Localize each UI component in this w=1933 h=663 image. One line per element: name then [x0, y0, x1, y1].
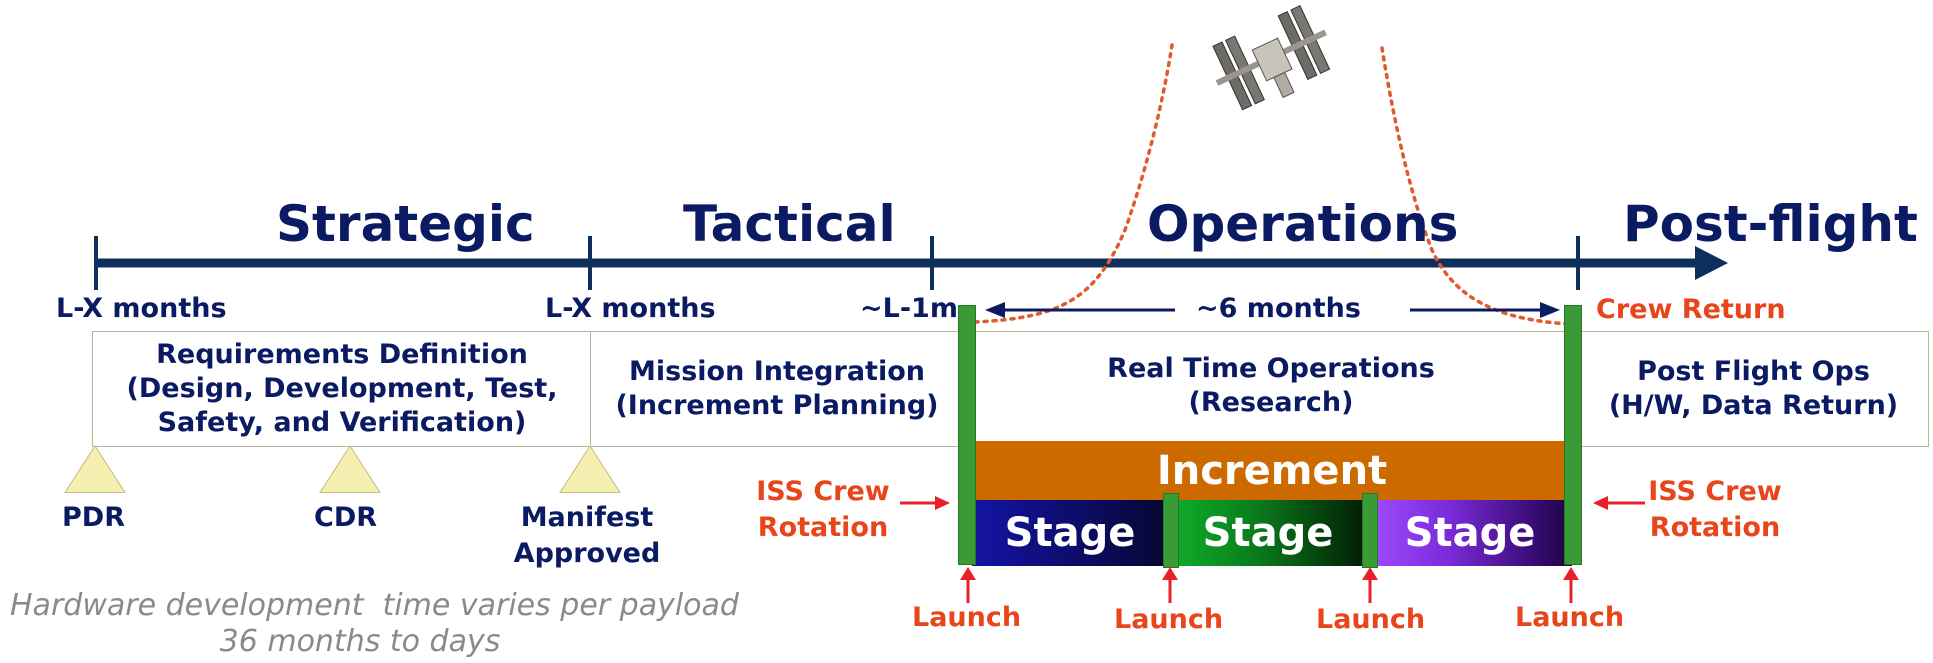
phase-operations: Operations — [1147, 195, 1459, 253]
milestone-lx-1: L-X months — [56, 293, 227, 324]
phase-strategic: Strategic — [276, 195, 535, 253]
increment-bar: Increment — [972, 441, 1572, 500]
launch-label-3: Launch — [1316, 604, 1426, 635]
iss-crew-rotation-right: ISS Crew Rotation — [1648, 476, 1782, 543]
real-time-ops-box: Real Time Operations (Research) — [962, 331, 1580, 447]
cdr-triangle-icon — [319, 445, 381, 493]
requirements-text: Requirements Definition (Design, Develop… — [126, 339, 558, 438]
launch-label-1: Launch — [912, 602, 1022, 633]
stage-divider-2 — [1362, 493, 1378, 568]
phase-tactical: Tactical — [683, 195, 896, 253]
orbit-dotted-curve — [973, 43, 1174, 324]
crew-return-label: Crew Return — [1596, 294, 1786, 325]
stage-bar-2: Stage — [1168, 500, 1368, 566]
crew-rotation-arrowhead-left — [935, 496, 950, 510]
stage-bar-3: Stage — [1368, 500, 1572, 566]
crew-rotation-marker-right — [1564, 305, 1582, 565]
manifest-triangle-icon — [559, 445, 621, 493]
mission-integration-box: Mission Integration (Increment Planning) — [590, 331, 964, 447]
stage-bar-1: Stage — [972, 500, 1168, 566]
pdr-triangle-icon — [64, 445, 126, 493]
crew-rotation-arrowhead-right — [1593, 496, 1608, 510]
crew-rotation-marker-left — [958, 305, 976, 565]
duration-six-months: ~6 months — [1196, 293, 1361, 324]
manifest-approved-label: Manifest Approved — [513, 502, 661, 569]
post-flight-ops-box: Post Flight Ops (H/W, Data Return) — [1578, 331, 1929, 447]
pdr-label: PDR — [62, 502, 125, 533]
launch-label-2: Launch — [1114, 604, 1224, 635]
post-flight-ops-text: Post Flight Ops (H/W, Data Return) — [1608, 356, 1899, 421]
iss-crew-rotation-left: ISS Crew Rotation — [756, 476, 890, 543]
cdr-label: CDR — [314, 502, 378, 533]
iss-satellite-icon — [1212, 5, 1331, 111]
milestone-l1m: ~L-1m — [860, 293, 958, 324]
mission-integration-text: Mission Integration (Increment Planning) — [615, 356, 939, 421]
hardware-development-note: Hardware development time varies per pay… — [10, 588, 739, 659]
milestone-lx-2: L-X months — [545, 293, 716, 324]
real-time-ops-text: Real Time Operations (Research) — [1107, 353, 1435, 418]
duration-arrowhead-left — [985, 302, 1005, 318]
orbit-dotted-curve — [1380, 46, 1572, 326]
phase-postflight: Post-flight — [1623, 195, 1918, 253]
requirements-box: Requirements Definition (Design, Develop… — [92, 331, 592, 447]
launch-arrows — [960, 567, 1579, 603]
launch-label-4: Launch — [1515, 602, 1625, 633]
duration-arrowhead-right — [1540, 302, 1560, 318]
stage-divider-1 — [1163, 493, 1179, 568]
timeline-arrowhead — [1695, 246, 1728, 280]
